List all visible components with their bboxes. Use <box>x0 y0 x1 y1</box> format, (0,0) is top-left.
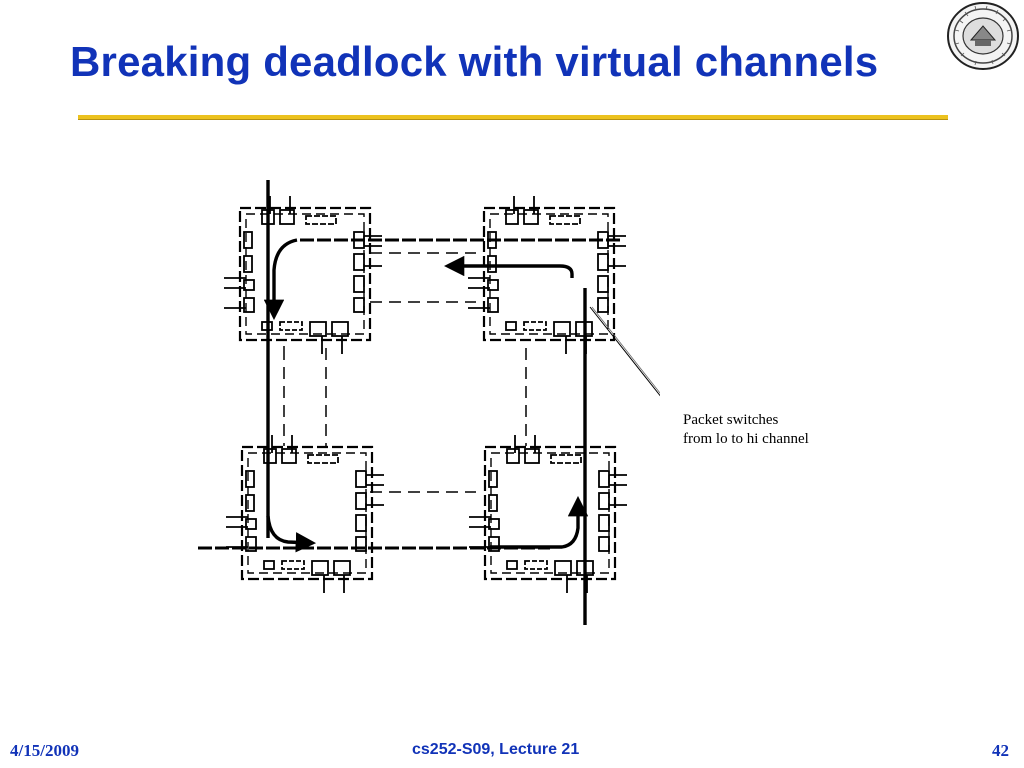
route-top-left <box>263 238 298 321</box>
footer-date: 4/15/2009 <box>10 741 79 760</box>
route-bottom-left <box>266 515 317 553</box>
annotation-line-2: from lo to hi channel <box>683 431 809 447</box>
switch-bottom-left <box>224 433 386 595</box>
title-divider <box>78 115 948 120</box>
route-bottom-right <box>490 495 589 549</box>
slide-title: Breaking deadlock with virtual channels <box>70 38 879 85</box>
virtual-channel-diagram <box>198 180 660 625</box>
switch-top-left <box>222 194 384 356</box>
annotation-leader <box>589 306 660 397</box>
route-top-right <box>443 255 574 278</box>
annotation-text: Packet switches from lo to hi channel <box>683 411 809 449</box>
annotation-line-1: Packet switches <box>683 412 779 428</box>
footer-course: cs252-S09, Lecture 21 <box>412 741 580 758</box>
switch-bottom-right <box>467 433 629 595</box>
switch-top-right <box>466 194 628 356</box>
university-seal-icon <box>947 2 1019 70</box>
footer-page-number: 42 <box>992 741 1009 760</box>
